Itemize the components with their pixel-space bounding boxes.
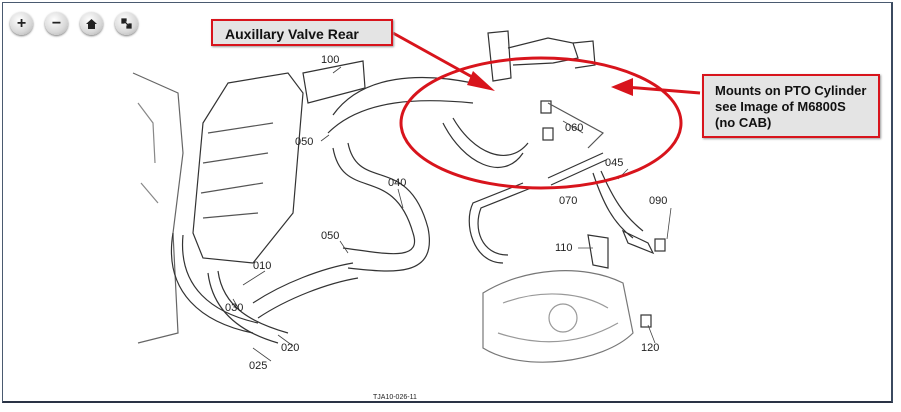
callout-mounts-pto: Mounts on PTO Cylinder see Image of M680…	[702, 74, 880, 138]
zoom-in-button[interactable]: +	[10, 12, 33, 35]
home-icon	[86, 18, 97, 29]
arrowhead-valve	[467, 71, 495, 91]
part-label-030: 030	[225, 302, 243, 314]
fit-screen-icon	[121, 18, 132, 29]
part-label-050b: 050	[321, 230, 339, 242]
part-label-050: 050	[295, 136, 313, 148]
arrowhead-mount	[611, 78, 633, 96]
arrow-to-mount	[624, 85, 701, 95]
callout-line: (no CAB)	[715, 115, 772, 130]
part-label-025: 025	[249, 360, 267, 372]
part-label-120: 120	[641, 342, 659, 354]
parts-diagram: 100 050 040 060 045 070 090 110 050 010 …	[132, 30, 701, 401]
minus-icon: −	[51, 14, 62, 32]
arrow-to-valve	[392, 31, 484, 85]
callout-line: see Image of M6800S	[715, 99, 846, 114]
diagram-viewer[interactable]: 100 050 040 060 045 070 090 110 050 010 …	[2, 2, 893, 403]
part-label-020: 020	[281, 342, 299, 354]
callout-line: Mounts on PTO Cylinder	[715, 83, 867, 98]
diagram-caption: TJA10-026-11	[373, 394, 417, 401]
part-label-060: 060	[565, 122, 583, 134]
part-label-010: 010	[253, 260, 271, 272]
part-label-090: 090	[649, 195, 667, 207]
part-label-040: 040	[388, 177, 406, 189]
part-label-070: 070	[559, 195, 577, 207]
home-button[interactable]	[80, 12, 103, 35]
callout-auxiliary-valve: Auxillary Valve Rear	[211, 19, 393, 46]
part-label-045: 045	[605, 157, 623, 169]
callout-text: Auxillary Valve Rear	[225, 26, 359, 42]
zoom-out-button[interactable]: −	[45, 12, 68, 35]
highlight-ellipse	[399, 56, 683, 190]
fit-screen-button[interactable]	[115, 12, 138, 35]
part-label-100: 100	[321, 54, 339, 66]
plus-icon: +	[16, 14, 27, 32]
part-label-110: 110	[555, 242, 573, 254]
